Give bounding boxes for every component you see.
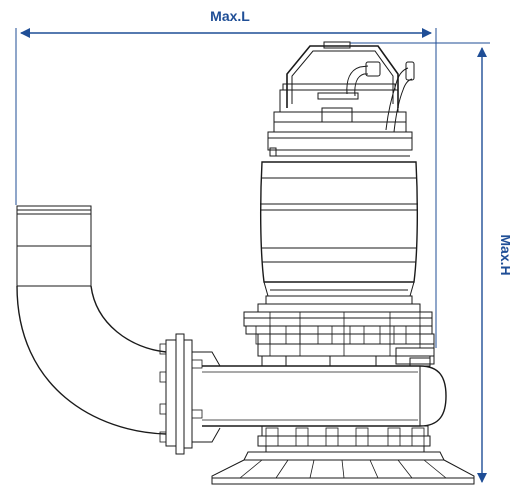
discharge-elbow — [16, 205, 167, 435]
support-stand — [211, 451, 475, 485]
outlet-flange — [159, 333, 221, 455]
height-label: Max.H — [498, 234, 510, 275]
dimension-lines — [15, 28, 490, 483]
pump-drawing — [16, 41, 475, 485]
pump-volute — [261, 355, 431, 437]
motor-flange — [243, 295, 435, 365]
lifting-handle — [286, 41, 399, 108]
motor-housing — [260, 161, 418, 297]
discharge-pipe — [202, 357, 447, 427]
vertical-ribs — [269, 312, 421, 356]
lower-casing — [257, 427, 431, 453]
motor-collar — [266, 138, 414, 163]
length-label: Max.L — [210, 8, 250, 24]
top-cover — [267, 83, 413, 139]
